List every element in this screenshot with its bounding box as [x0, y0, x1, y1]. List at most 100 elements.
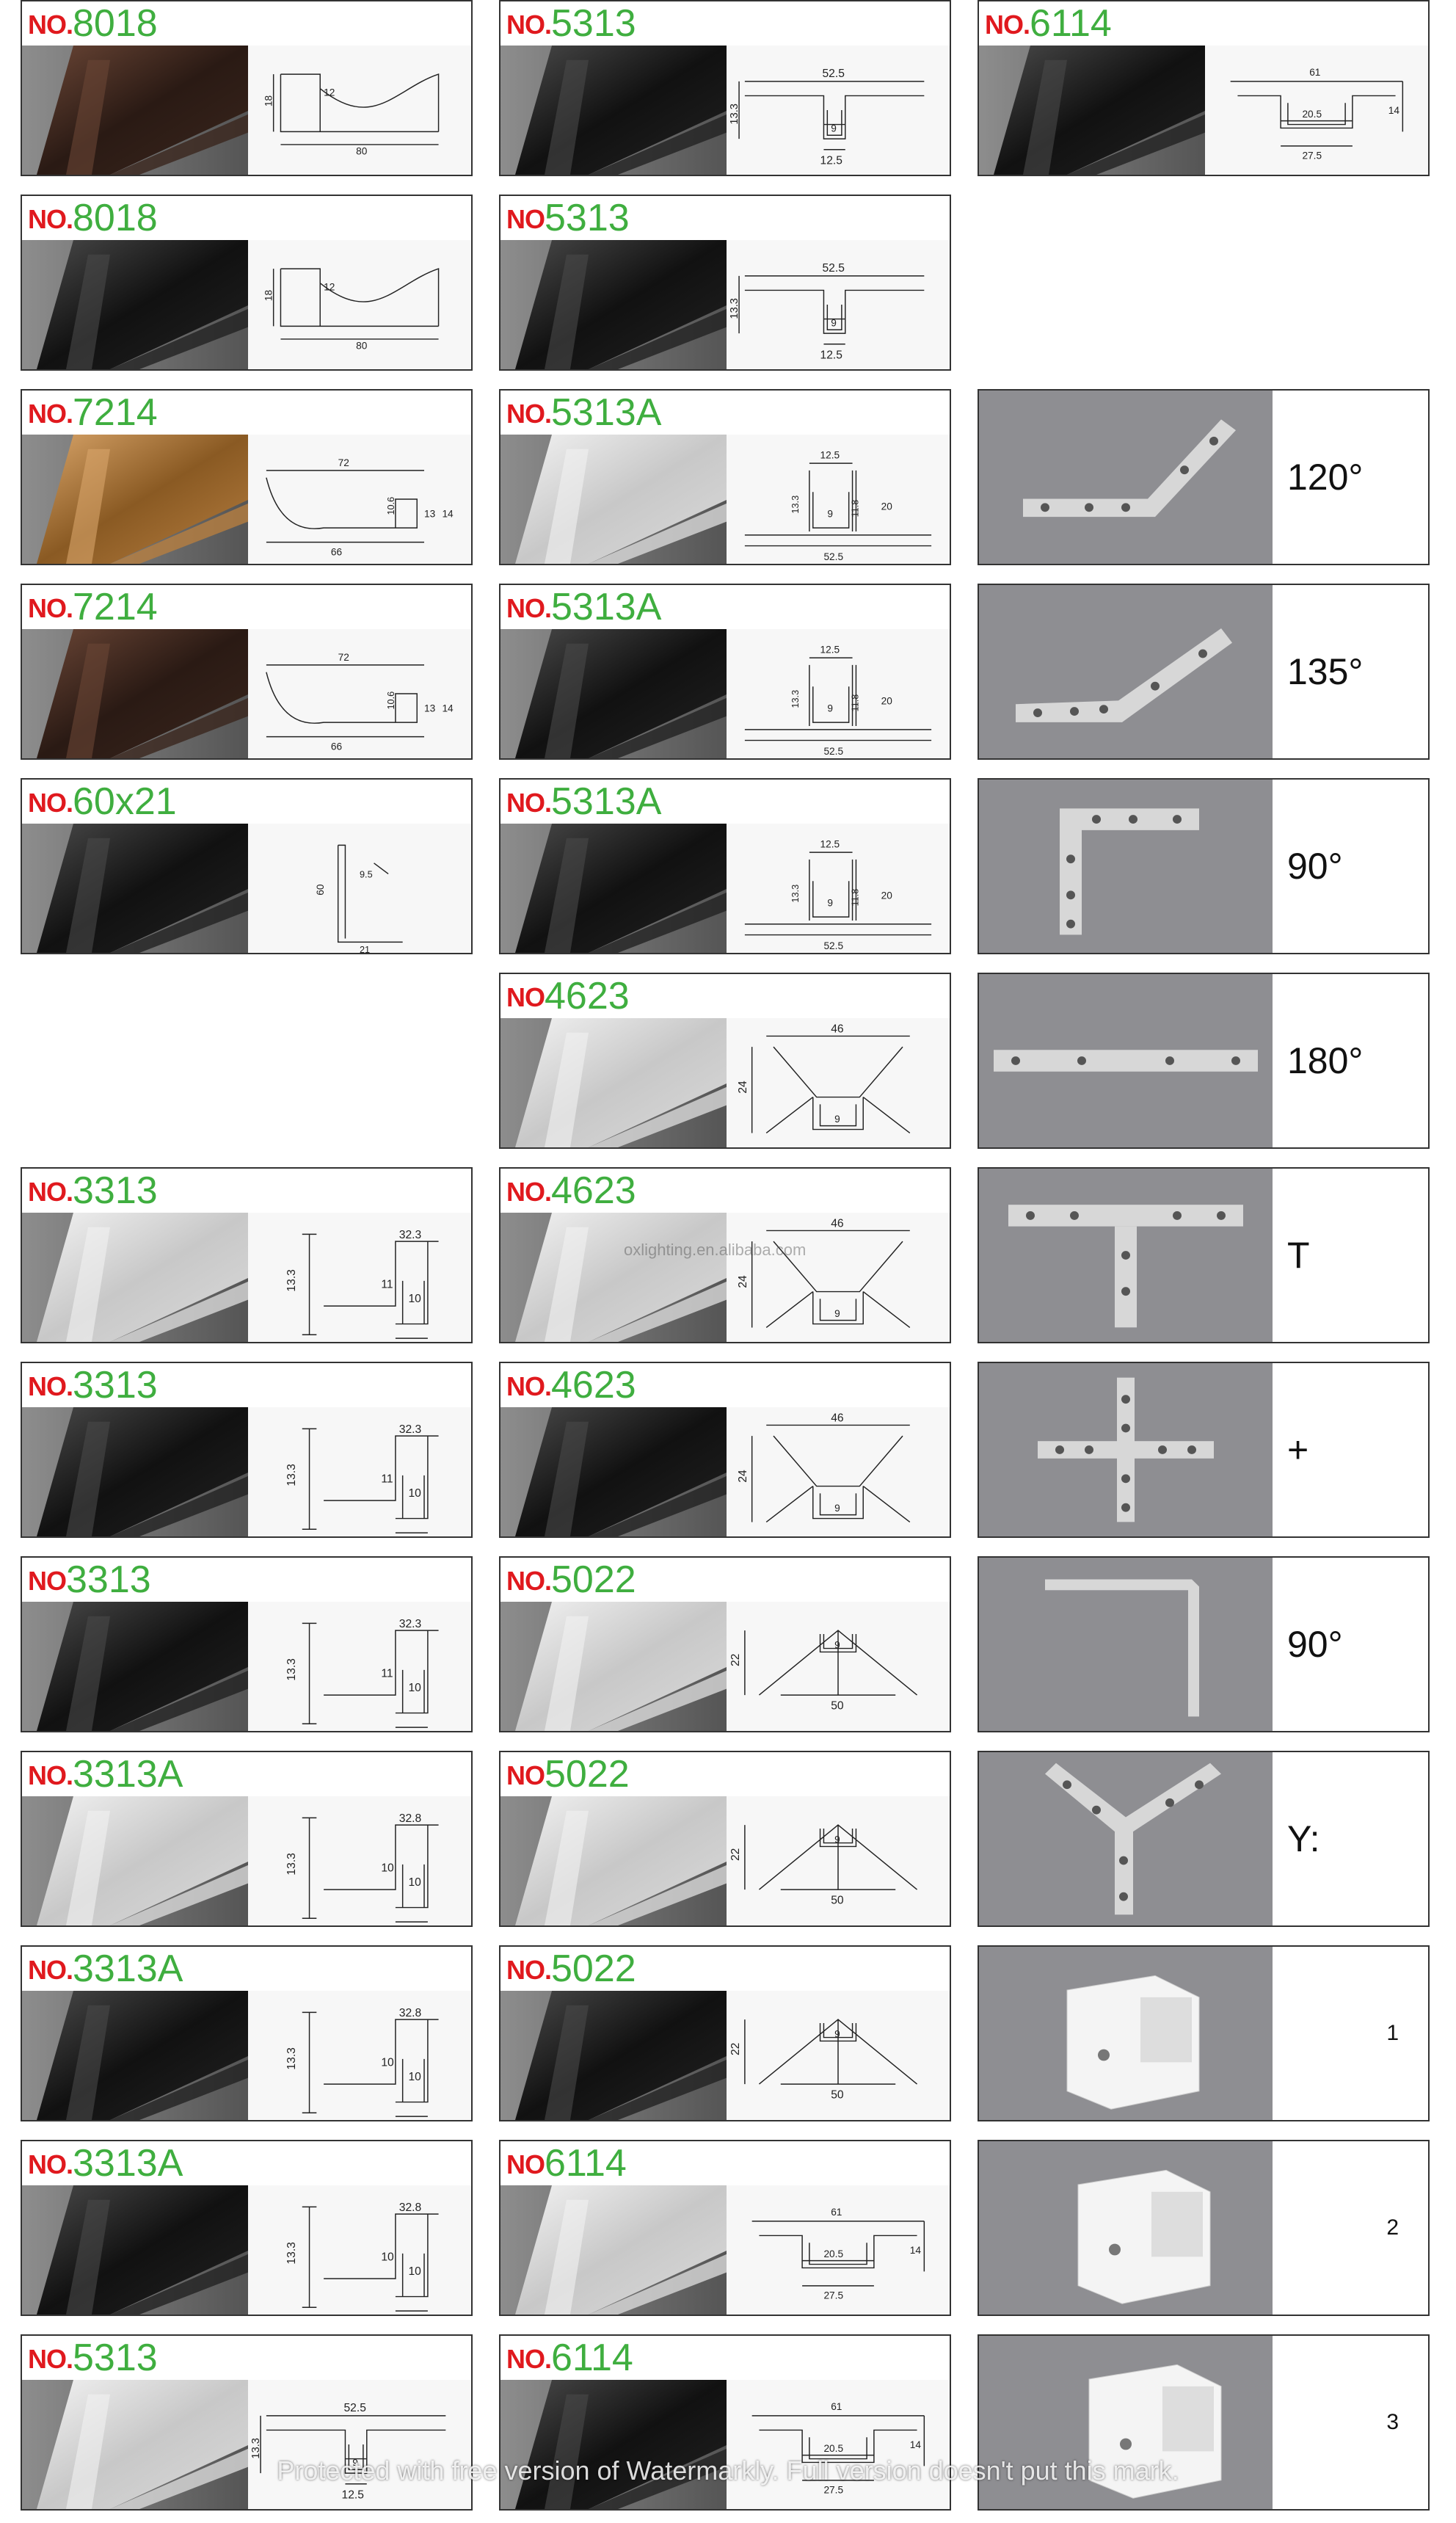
- svg-text:11.8: 11.8: [849, 694, 860, 712]
- model-number: 8018: [73, 2, 158, 45]
- profile-photo: [500, 824, 727, 953]
- model-prefix: NO: [28, 1566, 67, 1596]
- product-header: NO. 5313: [22, 2336, 471, 2378]
- svg-text:9.5: 9.5: [360, 868, 373, 879]
- connector-photo: [979, 1947, 1273, 2120]
- svg-text:12.5: 12.5: [820, 449, 840, 460]
- product-header: NO. 4623: [500, 1363, 950, 1406]
- model-prefix: NO.: [28, 1760, 73, 1790]
- svg-text:32.8: 32.8: [399, 2201, 422, 2214]
- model-number: 3313A: [73, 1947, 183, 1990]
- svg-text:12: 12: [324, 87, 335, 98]
- svg-text:20.5: 20.5: [823, 2443, 843, 2454]
- svg-text:60: 60: [315, 884, 326, 896]
- product-header: NO. 3313A: [22, 1752, 471, 1795]
- profile-drawing: 61 20.5 14 27.5: [727, 2380, 950, 2509]
- svg-text:9: 9: [831, 317, 837, 328]
- product-header: NO. 4623: [500, 1169, 950, 1211]
- accessory-card: 90°: [978, 778, 1430, 954]
- profile-drawing: 13.332.3111012.1: [248, 1213, 471, 1342]
- svg-text:12.5: 12.5: [342, 2488, 365, 2501]
- svg-text:13.3: 13.3: [250, 2438, 262, 2459]
- model-number: 5313: [551, 2, 636, 45]
- svg-text:46: 46: [831, 1023, 843, 1036]
- model-number: 3313: [66, 1558, 151, 1601]
- footer-watermark: Protected with free version of Watermark…: [277, 2455, 1179, 2486]
- svg-text:80: 80: [356, 146, 368, 157]
- model-number: 5313: [73, 2337, 158, 2379]
- model-prefix: NO.: [28, 2149, 73, 2179]
- model-number: 60x21: [73, 780, 177, 823]
- svg-text:13.3: 13.3: [285, 1269, 298, 1291]
- svg-text:24: 24: [737, 1275, 749, 1288]
- svg-text:11: 11: [381, 1473, 393, 1486]
- profile-photo: [22, 2380, 248, 2509]
- svg-text:9: 9: [834, 1834, 840, 1845]
- svg-text:18: 18: [263, 95, 274, 107]
- profile-photo: [500, 435, 727, 564]
- svg-text:24: 24: [737, 1081, 749, 1094]
- svg-text:27.5: 27.5: [823, 2484, 843, 2495]
- svg-text:46: 46: [831, 1412, 843, 1425]
- svg-text:10: 10: [408, 1487, 421, 1500]
- svg-text:14: 14: [910, 2439, 922, 2450]
- product-header: NO. 5313A: [500, 780, 950, 822]
- product-header: NO. 8018: [22, 1, 471, 44]
- model-prefix: NO.: [985, 10, 1030, 40]
- svg-text:10: 10: [408, 1682, 421, 1694]
- connector-photo: [979, 1363, 1273, 1536]
- model-number: 6114: [1030, 2, 1112, 45]
- svg-text:18: 18: [263, 290, 274, 302]
- model-prefix: NO.: [28, 399, 73, 429]
- connector-label: 2: [1386, 2215, 1399, 2240]
- svg-text:10: 10: [408, 1876, 421, 1889]
- svg-text:9: 9: [827, 703, 833, 714]
- svg-text:52.5: 52.5: [822, 68, 845, 80]
- product-header: NO 6114: [500, 2141, 950, 2184]
- product-header: NO 4623: [500, 974, 950, 1017]
- model-number: 4623: [551, 1169, 636, 1212]
- svg-text:13.3: 13.3: [285, 1658, 298, 1680]
- svg-text:13.3: 13.3: [285, 1464, 298, 1486]
- svg-text:20.5: 20.5: [1302, 109, 1322, 120]
- svg-text:10.6: 10.6: [385, 497, 396, 515]
- profile-photo: [500, 240, 727, 369]
- svg-text:61: 61: [831, 2401, 842, 2412]
- model-prefix: NO: [506, 2149, 545, 2179]
- product-header: NO. 7214: [22, 391, 471, 433]
- svg-text:10.6: 10.6: [385, 691, 396, 710]
- accessory-card: 1: [978, 1945, 1430, 2121]
- model-number: 8018: [73, 197, 158, 239]
- connector-label: 3: [1386, 2410, 1399, 2434]
- svg-text:13.3: 13.3: [729, 104, 740, 125]
- model-prefix: NO.: [506, 1177, 552, 1207]
- accessory-card: 2: [978, 2140, 1430, 2316]
- profile-photo: [500, 1018, 727, 1147]
- model-prefix: NO.: [28, 2344, 73, 2374]
- svg-text:14: 14: [910, 2245, 922, 2256]
- svg-text:46: 46: [831, 1218, 843, 1230]
- svg-text:80: 80: [356, 341, 368, 352]
- profile-drawing: 13.332.8101012.5: [248, 1991, 471, 2120]
- svg-text:52.5: 52.5: [823, 551, 843, 562]
- profile-photo: [22, 240, 248, 369]
- svg-text:13: 13: [424, 508, 435, 519]
- connector-label: 90°: [1287, 1624, 1343, 1665]
- model-number: 5313: [545, 197, 630, 239]
- profile-photo: [22, 629, 248, 758]
